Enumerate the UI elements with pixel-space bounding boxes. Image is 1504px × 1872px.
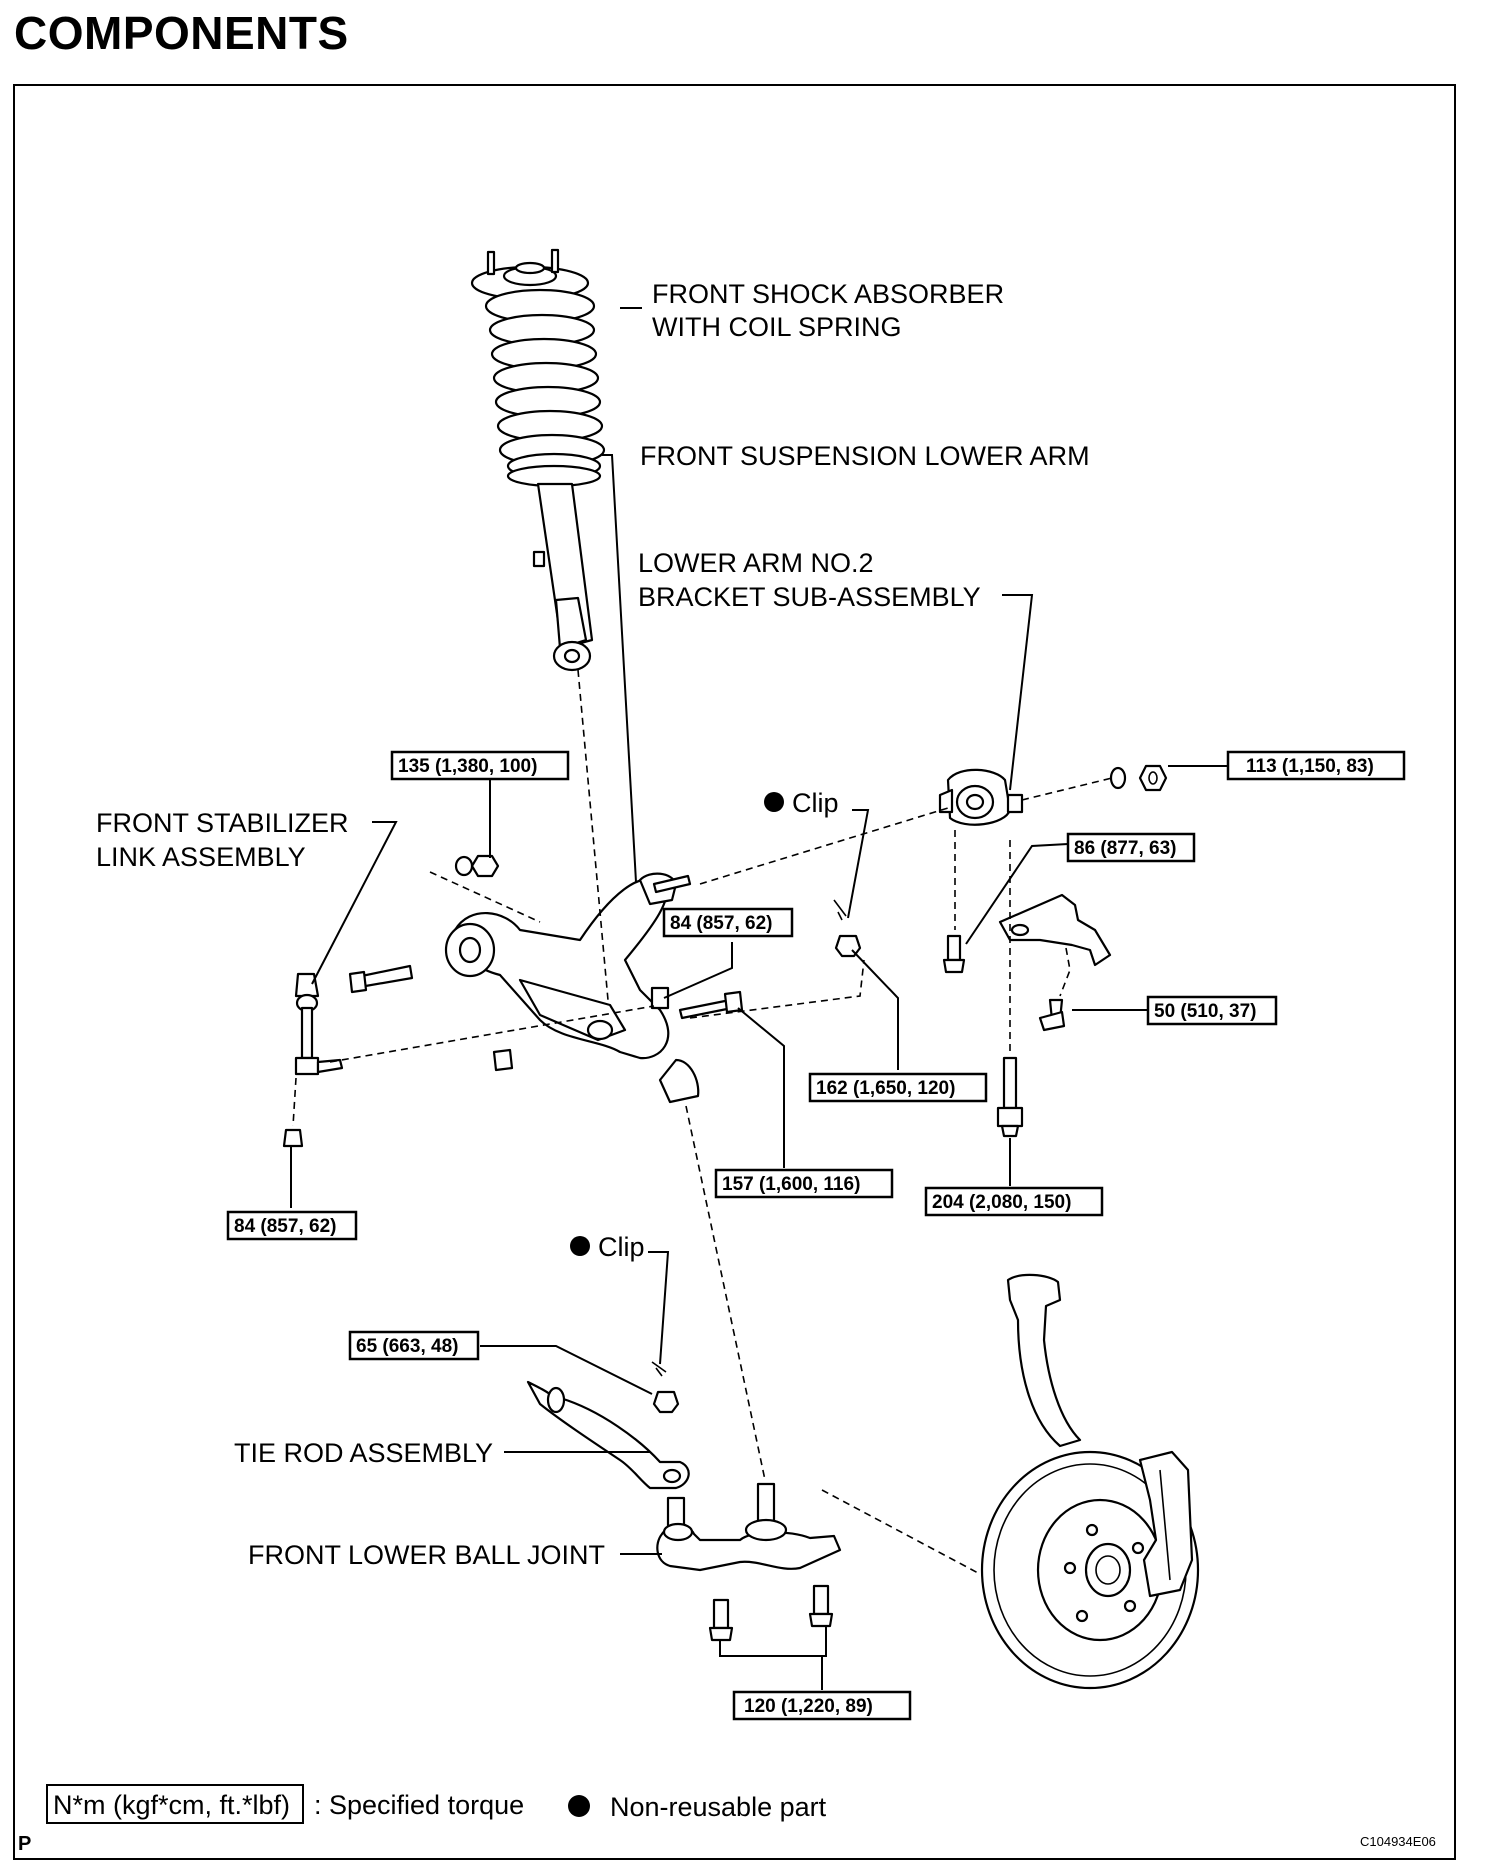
bracket-drawing [938, 764, 1168, 1138]
label-stabilizer-line1: FRONT STABILIZER [96, 808, 349, 838]
nonreusable-dot-icon [764, 792, 784, 812]
page-title: COMPONENTS [14, 7, 349, 59]
tie-rod-drawing [526, 1361, 690, 1490]
torque-value: 86 (877, 63) [1074, 838, 1176, 859]
label-stabilizer-line2: LINK ASSEMBLY [96, 842, 306, 872]
torque-value: 135 (1,380, 100) [398, 756, 537, 777]
knuckle-disc-drawing [980, 1273, 1200, 1690]
label-bracket-line2: BRACKET SUB-ASSEMBLY [638, 582, 981, 612]
torque-box-65: 65 (663, 48) [348, 1330, 480, 1361]
arm-bolts-drawing [492, 874, 862, 1072]
shock-absorber-drawing [470, 248, 606, 672]
torque-box-157: 157 (1,600, 116) [714, 1168, 894, 1199]
torque-box-113: 113 (1,150, 83) [1226, 750, 1406, 781]
footer-mark: P [18, 1833, 31, 1855]
label-ball-joint: FRONT LOWER BALL JOINT [248, 1540, 605, 1570]
ball-joint-drawing [656, 1482, 842, 1642]
torque-box-204: 204 (2,080, 150) [924, 1186, 1104, 1217]
torque-value: 65 (663, 48) [356, 1336, 458, 1357]
torque-value: 50 (510, 37) [1154, 1001, 1256, 1022]
leader-lines [290, 307, 1228, 1690]
torque-value: 162 (1,650, 120) [816, 1078, 955, 1099]
torque-value: 204 (2,080, 150) [932, 1192, 1071, 1213]
torque-value: 157 (1,600, 116) [722, 1174, 860, 1195]
label-lower-arm: FRONT SUSPENSION LOWER ARM [640, 441, 1090, 471]
torque-value: 113 (1,150, 83) [1246, 756, 1374, 777]
legend: N*m (kgf*cm, ft.*lbf) : Specified torque… [46, 1784, 827, 1824]
torque-box-162: 162 (1,650, 120) [808, 1072, 988, 1103]
legend-torque-text: : Specified torque [314, 1790, 524, 1820]
legend-nonreusable-text: Non-reusable part [610, 1792, 827, 1822]
torque-value: 84 (857, 62) [234, 1216, 336, 1237]
stabilizer-link-drawing [282, 854, 500, 1148]
nonreusable-dot-icon [570, 1236, 590, 1256]
label-bracket-line1: LOWER ARM NO.2 [638, 548, 874, 578]
torque-box-86: 86 (877, 63) [1066, 832, 1196, 863]
torque-value: 84 (857, 62) [670, 913, 772, 934]
torque-value: 120 (1,220, 89) [744, 1696, 873, 1717]
nonreusable-dot-icon [568, 1795, 590, 1817]
legend-unit-box: N*m (kgf*cm, ft.*lbf) [53, 1790, 290, 1820]
torque-box-50: 50 (510, 37) [1146, 995, 1278, 1026]
torque-box-84-lower: 84 (857, 62) [226, 1210, 358, 1241]
torque-box-120: 120 (1,220, 89) [732, 1690, 912, 1721]
torque-box-135: 135 (1,380, 100) [390, 750, 570, 781]
label-tie-rod: TIE ROD ASSEMBLY [234, 1438, 493, 1468]
label-clip-lower: Clip [598, 1232, 645, 1262]
figure-code: C104934E06 [1360, 1834, 1436, 1849]
diagram-frame [13, 84, 1456, 1860]
label-clip-upper: Clip [792, 788, 839, 818]
label-shock-absorber-line1: FRONT SHOCK ABSORBER [652, 279, 1004, 309]
torque-box-84-upper: 84 (857, 62) [662, 907, 794, 938]
assembly-dashed-lines [292, 669, 1113, 1575]
label-shock-absorber-line2: WITH COIL SPRING [652, 312, 902, 342]
